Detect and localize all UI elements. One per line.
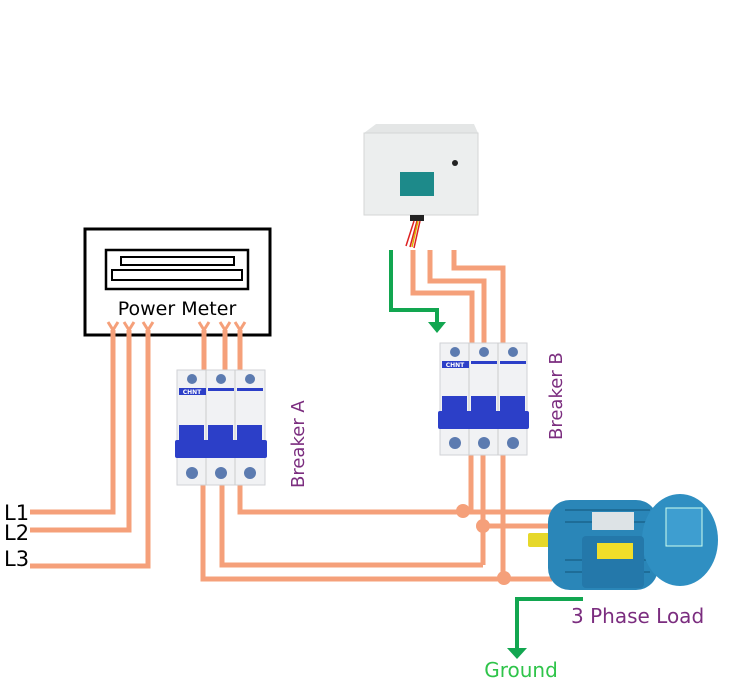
power-meter: Power Meter bbox=[83, 227, 272, 337]
motor-ground-wire bbox=[515, 597, 583, 650]
box-ground-wire bbox=[389, 250, 439, 324]
lock-icon bbox=[452, 160, 458, 166]
motor-shaft bbox=[528, 533, 550, 547]
three-phase-motor bbox=[528, 494, 718, 590]
l2-label: L2 bbox=[4, 521, 29, 545]
brand-logo: CHNT bbox=[446, 362, 465, 369]
load-label: 3 Phase Load bbox=[571, 604, 704, 628]
breaker-a[interactable]: CHNT bbox=[175, 369, 267, 486]
breaker-b[interactable]: CHNT bbox=[438, 342, 529, 456]
line-inputs: L1 L2 L3 bbox=[4, 321, 247, 571]
junction bbox=[476, 519, 490, 533]
breaker-b-label: Breaker B bbox=[546, 352, 567, 440]
power-saver-box bbox=[363, 124, 479, 249]
l1-label: L1 bbox=[4, 501, 29, 525]
nameplate bbox=[400, 172, 434, 196]
brand-logo: CHNT bbox=[183, 389, 202, 396]
breaker-b-toggle[interactable] bbox=[438, 411, 529, 429]
breaker-a-toggle[interactable] bbox=[175, 440, 267, 458]
l3-label: L3 bbox=[4, 547, 29, 571]
junction bbox=[497, 571, 511, 585]
box-wires bbox=[389, 250, 506, 345]
breaker-a-label: Breaker A bbox=[288, 400, 309, 488]
meter-terminals bbox=[106, 321, 247, 333]
ground-arrow-icon bbox=[428, 322, 446, 333]
load-wires bbox=[200, 452, 552, 585]
power-meter-label: Power Meter bbox=[118, 298, 237, 320]
ground-arrow-icon bbox=[507, 648, 527, 659]
ground-label: Ground bbox=[484, 658, 558, 682]
junction bbox=[456, 504, 470, 518]
